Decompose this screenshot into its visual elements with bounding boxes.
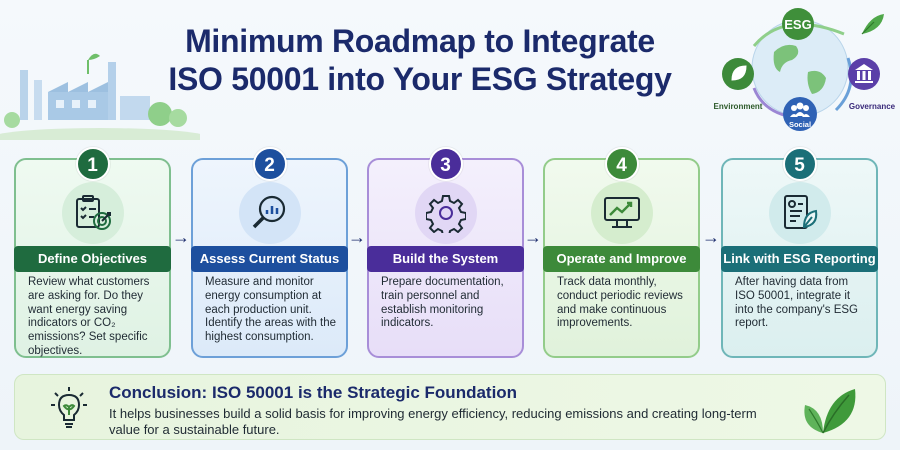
esg-governance-label: Governance [849, 102, 896, 111]
step-description: Prepare documentation, train personnel a… [381, 276, 504, 330]
step-card-2: 2 Assess Current Status Measure and moni… [191, 147, 348, 358]
people-icon [790, 102, 810, 117]
step-label: Define Objectives [14, 246, 171, 272]
magnifier-chart-icon [252, 195, 285, 229]
step-description: After having data from ISO 50001, integr… [735, 276, 859, 330]
lightbulb-icon [51, 387, 87, 428]
step-icon-circle [768, 182, 831, 244]
leaf-icon [731, 65, 747, 81]
monitor-chart-icon [603, 197, 640, 228]
step-number: 4 [604, 147, 639, 181]
step-card-5: 5 Link with ESG Reporting After having d… [721, 147, 878, 358]
step-number: 1 [75, 147, 110, 181]
step-icon-circle [414, 182, 477, 244]
step-card-1: 1 Define Objectives Review what customer… [14, 147, 171, 358]
arrow-right-icon: → [172, 227, 190, 247]
step-card-3: 3 Build the System Prepare documentation… [367, 147, 524, 358]
gear-icon [425, 195, 466, 233]
clipboard-target-icon [75, 195, 111, 230]
step-description: Measure and monitor energy consumption a… [205, 276, 337, 344]
conclusion-box: Conclusion: ISO 50001 is the Strategic F… [14, 374, 886, 440]
step-label: Build the System [367, 246, 524, 272]
factory-illustration [0, 53, 200, 140]
conclusion-title: Conclusion: ISO 50001 is the Strategic F… [109, 383, 518, 402]
step-icon-circle [590, 182, 653, 244]
arrow-right-icon: → [348, 227, 366, 247]
step-label: Assess Current Status [191, 246, 348, 272]
arrow-right-icon: → [524, 227, 542, 247]
step-number: 5 [782, 147, 817, 181]
document-leaf-icon [783, 195, 817, 229]
esg-center-label: ESG [784, 17, 811, 32]
page-title: Minimum Roadmap to Integrate ISO 50001 i… [140, 22, 700, 98]
esg-emblem: ESG Environment Governance Social [714, 8, 896, 131]
step-icon-circle [238, 182, 301, 244]
title-line-2: ISO 50001 into Your ESG Strategy [168, 61, 672, 97]
step-number: 3 [428, 147, 463, 181]
step-description: Review what customers are asking for. Do… [28, 276, 150, 357]
leaves-icon [804, 389, 856, 434]
institution-icon [855, 64, 873, 83]
conclusion-text: It helps businesses build a solid basis … [109, 406, 757, 437]
esg-social-label: Social [789, 120, 811, 129]
title-line-1: Minimum Roadmap to Integrate [185, 23, 655, 59]
step-card-4: 4 Operate and Improve Track data monthly… [543, 147, 700, 358]
step-icon-circle [61, 182, 124, 244]
step-label: Link with ESG Reporting [721, 246, 878, 272]
step-label: Operate and Improve [543, 246, 700, 272]
step-description: Track data monthly, conduct periodic rev… [557, 276, 683, 330]
arrow-right-icon: → [702, 227, 720, 247]
esg-environment-label: Environment [714, 102, 763, 111]
step-number: 2 [252, 147, 287, 181]
